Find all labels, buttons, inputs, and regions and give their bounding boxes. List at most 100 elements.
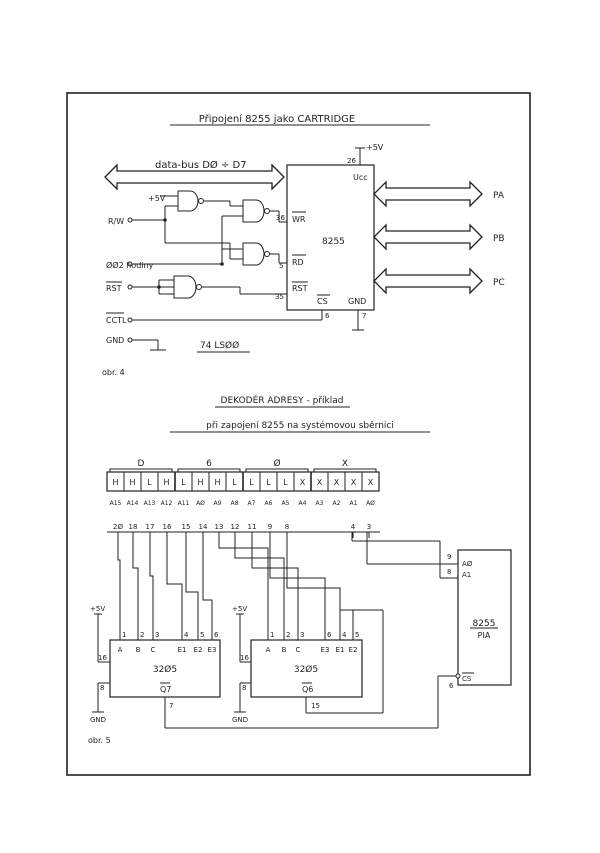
svg-text:16: 16 bbox=[98, 654, 107, 662]
svg-text:RST: RST bbox=[292, 284, 308, 293]
bit-cell: L bbox=[181, 478, 186, 487]
address-line-label: A5 bbox=[282, 500, 290, 507]
svg-text:+5V: +5V bbox=[90, 605, 105, 613]
svg-text:GND: GND bbox=[106, 336, 124, 345]
bit-cell: L bbox=[147, 478, 152, 487]
svg-text:Ucc: Ucc bbox=[353, 173, 368, 182]
svg-text:8: 8 bbox=[100, 684, 104, 692]
svg-text:GND: GND bbox=[348, 297, 366, 306]
address-decoder-diagram: DEKODÉR ADRESY - příklad při zapojení 82… bbox=[88, 394, 512, 745]
svg-text:PIA: PIA bbox=[478, 631, 491, 640]
pa-arrow bbox=[373, 180, 483, 208]
bit-cell: X bbox=[317, 478, 323, 487]
ic-label: 74 LSØØ bbox=[200, 340, 239, 351]
hex-digit: X bbox=[342, 459, 348, 469]
svg-text:RST: RST bbox=[106, 284, 122, 293]
decoder-2-pin: 2 bbox=[286, 631, 290, 639]
address-line-label: A15 bbox=[110, 500, 122, 507]
decoder-1-pin: 5 bbox=[200, 631, 204, 639]
decoder-1-pin: 2 bbox=[140, 631, 144, 639]
svg-text:7: 7 bbox=[169, 702, 173, 710]
decoder-2-pin: 4 bbox=[342, 631, 347, 639]
decoder-1-name: 32Ø5 bbox=[153, 664, 177, 675]
cartridge-diagram: Připojení 8255 jako CARTRIDGE data-bus D… bbox=[102, 113, 505, 377]
address-line-label: A8 bbox=[231, 500, 239, 507]
svg-text:CCTL: CCTL bbox=[106, 316, 127, 325]
decoder-2-pin: 3 bbox=[300, 631, 304, 639]
connector-pin: 14 bbox=[199, 523, 208, 531]
bit-cell: L bbox=[249, 478, 254, 487]
decoder-1-input: E3 bbox=[208, 646, 217, 654]
svg-text:36: 36 bbox=[276, 214, 285, 222]
bit-cell: X bbox=[368, 478, 374, 487]
connector-pin: 9 bbox=[268, 523, 272, 531]
svg-text:6: 6 bbox=[325, 312, 330, 320]
databus-arrow bbox=[104, 163, 285, 191]
pc-arrow bbox=[373, 267, 483, 295]
svg-text:RD: RD bbox=[292, 258, 304, 267]
svg-text:CS: CS bbox=[462, 675, 472, 683]
chip-8255-name: 8255 bbox=[322, 237, 345, 247]
svg-text:GND: GND bbox=[232, 716, 248, 724]
address-line-label: A9 bbox=[214, 500, 222, 507]
decoder-2-input: C bbox=[296, 646, 301, 654]
bit-cell: X bbox=[300, 478, 306, 487]
connector-pin: 8 bbox=[285, 523, 289, 531]
address-line-label: A1 bbox=[350, 500, 358, 507]
hex-digit: Ø bbox=[273, 458, 280, 469]
decoder-2-input: E1 bbox=[336, 646, 345, 654]
svg-text:8: 8 bbox=[447, 568, 451, 576]
svg-text:6: 6 bbox=[449, 682, 454, 690]
connector-pin: 4 bbox=[351, 523, 356, 531]
svg-text:5: 5 bbox=[279, 262, 283, 270]
address-line-label: AØ bbox=[196, 500, 205, 507]
decoder-2-input: A bbox=[266, 646, 271, 654]
bit-cell: X bbox=[351, 478, 357, 487]
address-line-label: A7 bbox=[248, 500, 256, 507]
connector-pin: 17 bbox=[146, 523, 155, 531]
svg-text:Q7: Q7 bbox=[160, 685, 171, 694]
svg-text:CS: CS bbox=[317, 297, 328, 306]
bottom-subtitle: při zapojení 8255 na systémovou sběrnici bbox=[206, 420, 394, 431]
address-line-label: A2 bbox=[333, 500, 341, 507]
bit-cell: L bbox=[266, 478, 271, 487]
decoder-2-input: E3 bbox=[321, 646, 330, 654]
svg-text:15: 15 bbox=[311, 702, 320, 710]
connector-pin: 15 bbox=[182, 523, 191, 531]
address-line-label: A12 bbox=[161, 500, 173, 507]
svg-text:PB: PB bbox=[493, 234, 505, 244]
svg-text:35: 35 bbox=[275, 293, 284, 301]
svg-text:R/W: R/W bbox=[108, 217, 124, 226]
connector-pin: 12 bbox=[231, 523, 240, 531]
decoder-1-input: E2 bbox=[194, 646, 203, 654]
connector-pin: 16 bbox=[163, 523, 172, 531]
bit-cell: H bbox=[112, 478, 118, 487]
bit-cell: X bbox=[334, 478, 340, 487]
caption-obr5: obr. 5 bbox=[88, 736, 111, 745]
connector-pin: 3 bbox=[367, 523, 371, 531]
svg-text:+5V: +5V bbox=[232, 605, 247, 613]
caption-obr4: obr. 4 bbox=[102, 368, 125, 377]
address-line-label: A6 bbox=[265, 500, 273, 507]
svg-text:+5V: +5V bbox=[366, 143, 384, 152]
bottom-title: DEKODÉR ADRESY - příklad bbox=[221, 394, 344, 406]
decoder-1-input: C bbox=[151, 646, 156, 654]
bit-cell: L bbox=[232, 478, 237, 487]
address-line-label: AØ bbox=[366, 500, 375, 507]
svg-text:A1: A1 bbox=[462, 571, 471, 579]
svg-text:26: 26 bbox=[347, 157, 356, 165]
decoder-1-input: E1 bbox=[178, 646, 187, 654]
bit-cell: H bbox=[129, 478, 135, 487]
connector-pin: 13 bbox=[215, 523, 224, 531]
hex-digit: 6 bbox=[206, 459, 212, 469]
svg-text:7: 7 bbox=[362, 312, 366, 320]
connector-pin: 2Ø bbox=[113, 523, 123, 531]
svg-text:9: 9 bbox=[447, 553, 451, 561]
svg-text:AØ: AØ bbox=[462, 560, 473, 568]
svg-text:8255: 8255 bbox=[473, 619, 496, 629]
decoder-2-pin: 1 bbox=[270, 631, 274, 639]
top-title: Připojení 8255 jako CARTRIDGE bbox=[199, 113, 356, 125]
svg-text:WR: WR bbox=[292, 215, 306, 224]
connector-pin: 11 bbox=[248, 523, 257, 531]
page-frame bbox=[66, 92, 531, 776]
